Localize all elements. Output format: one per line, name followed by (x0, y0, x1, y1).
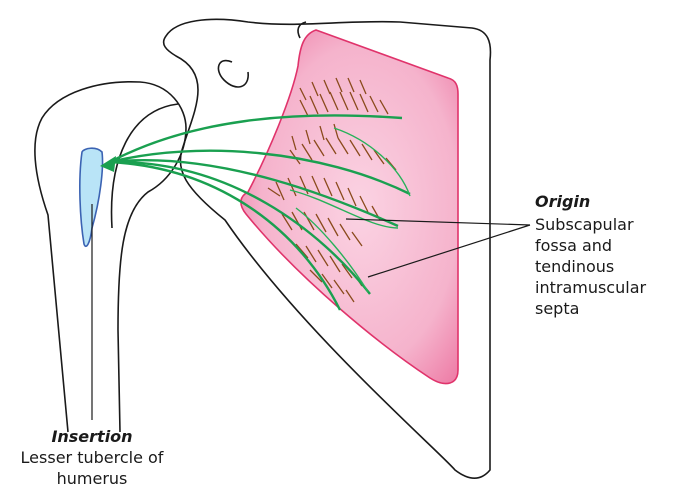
origin-label: Origin Subscapular fossa and tendinous i… (535, 192, 670, 319)
origin-line-3: tendinous (535, 256, 670, 277)
insertion-line-2: humerus (2, 468, 182, 489)
insertion-line-1: Lesser tubercle of (2, 447, 182, 468)
insertion-label: Insertion Lesser tubercle of humerus (2, 427, 182, 489)
origin-line-4: intramuscular (535, 277, 670, 298)
origin-title: Origin (535, 192, 670, 212)
coracoid-inner (218, 61, 248, 87)
humerus (35, 82, 186, 432)
origin-line-2: fossa and (535, 235, 670, 256)
humerus-outline (35, 82, 186, 432)
insertion-title: Insertion (2, 427, 182, 447)
origin-line-5: septa (535, 298, 670, 319)
insertion-lesser-tubercle (80, 148, 103, 246)
origin-line-1: Subscapular (535, 214, 670, 235)
